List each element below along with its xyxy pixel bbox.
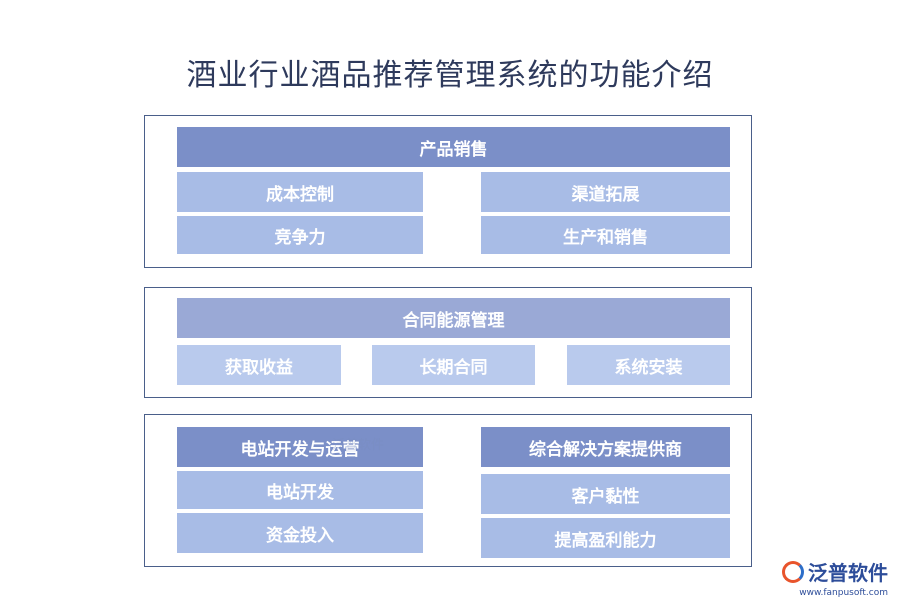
section-header: 合同能源管理 [177, 298, 730, 338]
item-box: 成本控制 [177, 172, 423, 212]
item-box: 系统安装 [567, 345, 730, 385]
item-box: 提高盈利能力 [481, 518, 730, 558]
section-energy-management: 合同能源管理 获取收益 长期合同 系统安装 [144, 287, 752, 398]
section-header: 产品销售 [177, 127, 730, 167]
section-product-sales: 产品销售 成本控制 渠道拓展 竞争力 生产和销售 [144, 115, 752, 268]
item-box: 资金投入 [177, 513, 423, 553]
item-box: 电站开发 [177, 471, 423, 509]
item-box: 获取收益 [177, 345, 341, 385]
brand-logo: 泛普软件 [782, 557, 888, 586]
group-header: 电站开发与运营 [177, 427, 423, 467]
item-box: 渠道拓展 [481, 172, 730, 212]
item-box: 竞争力 [177, 216, 423, 254]
item-box: 生产和销售 [481, 216, 730, 254]
section-power-station: 电站开发与运营 电站开发 资金投入 综合解决方案提供商 客户黏性 提高盈利能力 [144, 414, 752, 567]
logo-icon [782, 560, 804, 583]
watermark: 泛普软件 [332, 438, 385, 453]
group-header: 综合解决方案提供商 [481, 427, 730, 467]
logo-url: www.fanpusoft.com [799, 588, 888, 598]
logo-name: 泛普软件 [808, 561, 888, 585]
item-box: 长期合同 [372, 345, 535, 385]
page-title: 酒业行业酒品推荐管理系统的功能介绍 [186, 58, 714, 93]
item-box: 客户黏性 [481, 474, 730, 514]
